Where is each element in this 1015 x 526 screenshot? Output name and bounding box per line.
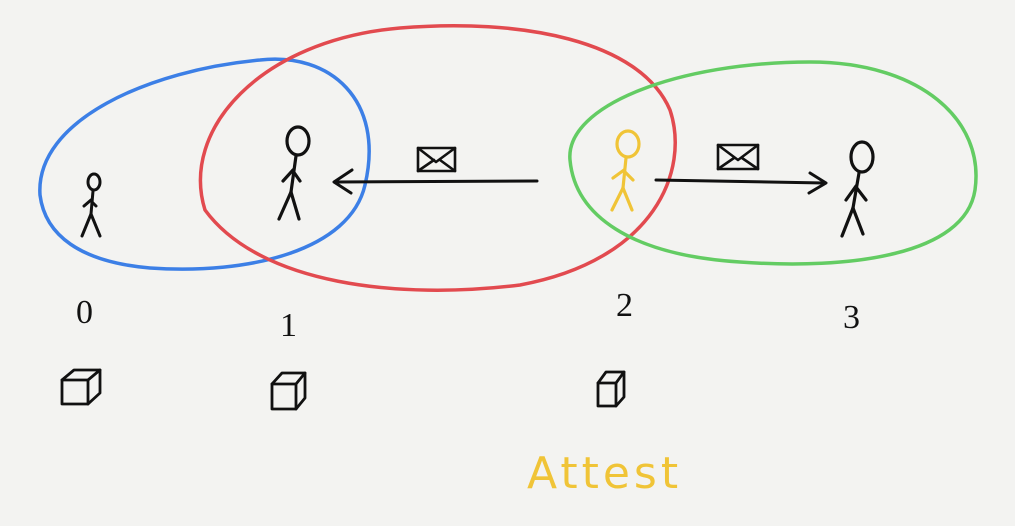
stick-figure-icon <box>277 125 311 221</box>
box-icon <box>270 371 307 411</box>
stick-figure-icon <box>840 140 875 238</box>
node-label-2: 2 <box>616 287 633 324</box>
node-label-0: 0 <box>76 294 93 331</box>
blue-group-ellipse <box>38 57 371 271</box>
envelope-icon <box>416 146 457 173</box>
arrow-icon <box>332 168 539 195</box>
arrow-icon <box>654 171 828 195</box>
box-icon <box>596 370 626 408</box>
box-icon <box>60 368 102 406</box>
node-label-3: 3 <box>843 299 860 336</box>
stick-figure-icon <box>80 172 102 238</box>
red-group-ellipse <box>198 23 677 292</box>
attest-annotation: Attest <box>527 448 682 499</box>
green-group-ellipse <box>568 60 978 266</box>
node-label-1: 1 <box>280 307 297 344</box>
envelope-icon <box>716 143 760 171</box>
stick-figure-icon <box>610 129 641 212</box>
